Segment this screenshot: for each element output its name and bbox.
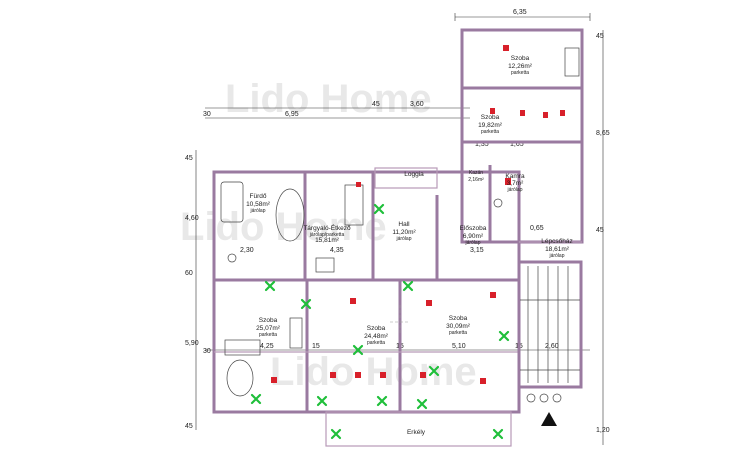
room-kamra-area: 3,7m²	[507, 180, 524, 187]
room-kazan-name: Kazán	[469, 170, 483, 176]
dim-left-590: 5,90	[185, 340, 199, 347]
column-icon	[526, 393, 536, 403]
room-kamra-name: Kamra	[505, 173, 525, 180]
room-kamra-floor: járólap	[506, 187, 522, 193]
dim-left-460: 4,60	[185, 215, 199, 222]
room-szoba-2507-floor: parketta	[259, 332, 277, 338]
room-szoba-1226-name: Szoba	[511, 55, 530, 62]
column-icon	[539, 393, 549, 403]
room-furdo-area: 10,58m²	[246, 201, 271, 208]
furniture-markers	[271, 45, 565, 384]
room-szoba-1226-floor: parketta	[511, 70, 529, 76]
watermark-bottom: Lido Home	[270, 350, 477, 394]
dim-left-bottom: 45	[185, 423, 193, 430]
dim-top-width: 6,35	[513, 9, 527, 16]
dim-260: 2,60	[545, 343, 559, 350]
dim-upper-left: 30	[203, 111, 211, 118]
room-szoba-1982-floor: parketta	[481, 129, 499, 135]
dim-right-low: 45	[596, 227, 604, 234]
dim-510: 5,10	[452, 343, 466, 350]
room-eloszoba-floor: járólap	[464, 240, 480, 246]
dim-left-60: 60	[185, 270, 193, 277]
room-erkely-name: Erkély	[407, 429, 426, 436]
walls	[212, 28, 584, 447]
room-targyalo-name: Tárgyaló-Étkező	[303, 223, 351, 232]
room-szoba-1226-area: 12,26m²	[508, 63, 533, 70]
room-furdo-floor: járólap	[249, 208, 265, 214]
room-szoba-2448-floor: parketta	[367, 340, 385, 346]
room-szoba-2507-name: Szoba	[259, 317, 278, 324]
room-lepcsohaz-floor: járólap	[548, 253, 564, 259]
room-lepcsohaz-name: Lépcsőház	[541, 238, 572, 245]
dim-230: 2,30	[240, 247, 254, 254]
room-szoba-3009-floor: parketta	[449, 330, 467, 336]
room-lepcsohaz-area: 18,61m²	[545, 246, 570, 253]
dim-upper-mid: 3,60	[410, 101, 424, 108]
room-targyalo-floor: járólap/parketta	[309, 232, 345, 238]
room-szoba-3009-name: Szoba	[449, 315, 468, 322]
room-targyalo-area: 15,81m²	[315, 237, 340, 244]
dim-165: 1,65	[510, 141, 524, 148]
room-szoba-1982-area: 19,82m²	[478, 122, 503, 129]
dim-right-bottom: 1,20	[596, 427, 610, 434]
dim-315: 3,15	[470, 247, 484, 254]
dim-left-top: 45	[185, 155, 193, 162]
room-kazan-area: 2,16m²	[468, 177, 484, 183]
room-szoba-2448-name: Szoba	[367, 325, 386, 332]
dim-upper-right: 45	[372, 101, 380, 108]
room-szoba-3009-area: 30,09m²	[446, 323, 471, 330]
staircase	[520, 266, 580, 383]
dim-right-mid: 8,65	[596, 130, 610, 137]
plant-icons	[250, 203, 510, 440]
dim-15a: 15	[312, 343, 320, 350]
dim-435: 4,35	[330, 247, 344, 254]
room-szoba-2448-area: 24,48m²	[364, 333, 389, 340]
column-icon	[552, 393, 562, 403]
furniture	[220, 47, 580, 397]
room-eloszoba-area: 6,90m²	[463, 233, 484, 240]
room-hall-area: 11,20m²	[392, 229, 416, 236]
dim-right-top: 45	[596, 33, 604, 40]
room-szoba-1982-name: Szoba	[481, 114, 500, 121]
room-labels: Szoba 12,26m² parketta Szoba 19,82m² par…	[246, 55, 573, 436]
room-furdo-name: Fürdő	[250, 193, 267, 200]
dim-425: 4,25	[260, 343, 274, 350]
watermark-top: Lido Home	[225, 77, 432, 121]
dim-065: 0,65	[530, 225, 544, 232]
dim-upper-width: 6,95	[285, 111, 299, 118]
dim-135: 1,35	[475, 141, 489, 148]
watermark-middle: Lido Home	[180, 205, 387, 249]
room-hall-name: Hall	[398, 221, 410, 228]
room-szoba-2507-area: 25,07m²	[256, 325, 281, 332]
room-eloszoba-name: Előszoba	[460, 225, 487, 232]
dim-mid-30: 30	[203, 348, 211, 355]
room-hall-floor: járólap	[395, 236, 411, 242]
entrance-arrow-icon	[541, 412, 557, 426]
room-loggia-name: Loggia	[404, 171, 424, 178]
